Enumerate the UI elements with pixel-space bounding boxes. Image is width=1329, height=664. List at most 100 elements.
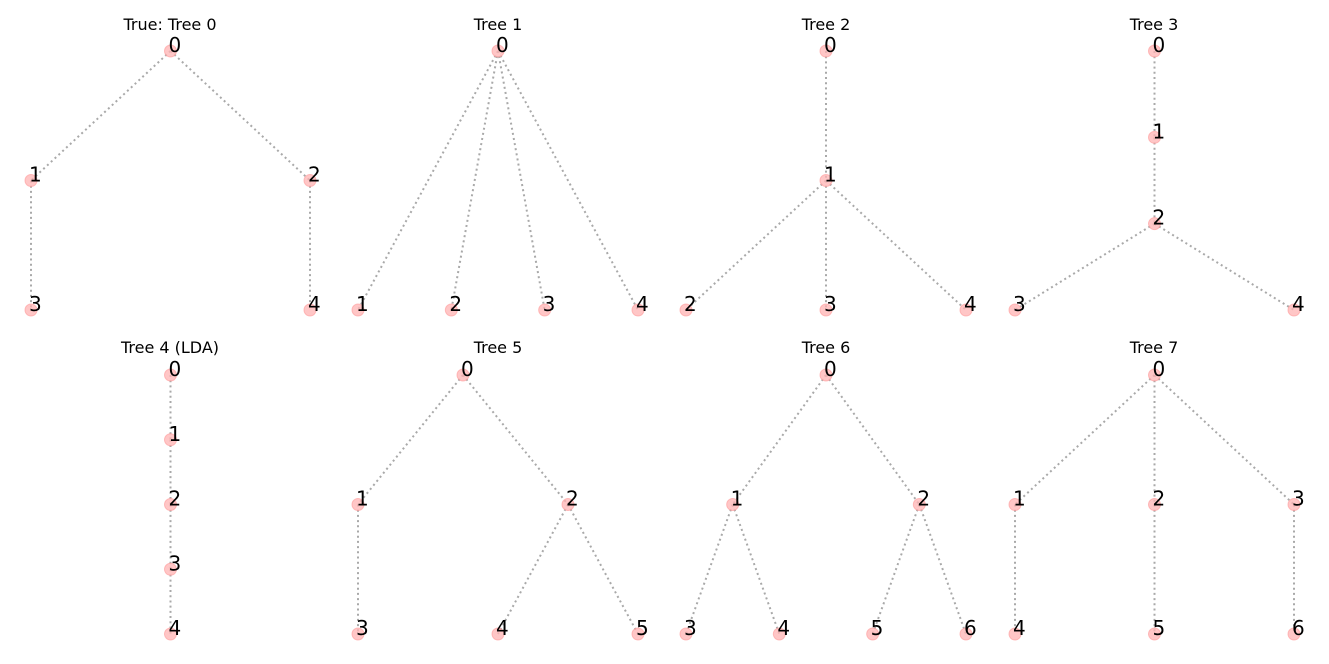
node-label: 2	[566, 487, 579, 511]
tree-node-4	[164, 627, 177, 641]
node-label: 5	[871, 616, 884, 640]
panel-title: Tree 4 (LDA)	[120, 338, 219, 357]
tree-node-1	[1148, 130, 1161, 144]
node-label: 0	[1153, 33, 1166, 57]
tree-node-6	[959, 627, 973, 641]
tree-edge-0-2	[462, 374, 569, 506]
tree-node-1	[24, 174, 38, 187]
tree-node-2	[164, 498, 177, 511]
tree-node-3	[1008, 303, 1022, 317]
node-label: 4	[636, 292, 649, 316]
tree-node-1	[1008, 498, 1022, 511]
node-label: 2	[1153, 206, 1166, 230]
node-label: 4	[308, 292, 321, 316]
tree-edge-0-1	[357, 50, 499, 311]
tree-edge-2-5	[567, 504, 639, 635]
panel-title: Tree 2	[801, 15, 851, 34]
node-label: 4	[964, 292, 977, 316]
tree-node-3	[538, 303, 552, 317]
tree-node-5	[866, 627, 880, 641]
tree-node-2	[303, 174, 317, 187]
tree-node-2	[679, 303, 693, 317]
node-label: 2	[684, 292, 697, 316]
node-label: 1	[731, 487, 744, 511]
node-label: 0	[496, 33, 509, 57]
tree-edge-0-4	[497, 50, 639, 311]
node-label: 0	[824, 357, 837, 381]
node-label: 1	[169, 422, 182, 446]
tree-node-0	[1148, 44, 1161, 58]
tree-node-3	[24, 303, 38, 317]
tree-edge-0-3	[1153, 374, 1295, 506]
tree-edge-0-3	[497, 50, 546, 311]
tree-node-3	[819, 303, 833, 317]
node-label: 3	[356, 616, 369, 640]
tree-node-1	[819, 174, 833, 187]
tree-edge-0-1	[731, 374, 827, 506]
tree-node-2	[1148, 498, 1161, 511]
tree-node-3	[1287, 498, 1301, 511]
tree-edge-2-5	[871, 504, 921, 635]
node-label: 0	[461, 357, 474, 381]
tree-node-6	[1287, 627, 1301, 641]
node-label: 3	[543, 292, 556, 316]
node-label: 0	[169, 357, 182, 381]
node-label: 4	[1292, 292, 1305, 316]
node-label: 5	[1153, 616, 1166, 640]
tree-node-0	[491, 44, 505, 58]
node-label: 2	[308, 163, 321, 187]
node-label: 0	[169, 33, 182, 57]
tree-node-4	[1008, 627, 1022, 641]
tree-edge-1-4	[825, 179, 967, 311]
node-label: 4	[169, 616, 182, 640]
node-label: 3	[824, 292, 837, 316]
node-label: 1	[29, 163, 42, 187]
tree-edge-2-4	[497, 504, 569, 635]
tree-edge-1-3	[685, 504, 734, 635]
panel-title: Tree 6	[801, 338, 851, 357]
node-label: 0	[824, 33, 837, 57]
tree-node-5	[1148, 627, 1161, 641]
tree-node-1	[351, 303, 365, 317]
tree-edge-2-3	[1014, 222, 1156, 311]
panel-title: Tree 5	[473, 338, 523, 357]
tree-node-1	[726, 498, 740, 511]
tree-edge-1-4	[731, 504, 781, 635]
tree-edge-0-2	[825, 374, 921, 506]
tree-node-0	[164, 368, 177, 382]
panel-title: True: Tree 0	[122, 15, 216, 34]
tree-edge-0-2	[169, 50, 311, 182]
tree-node-4	[631, 303, 645, 317]
node-label: 2	[169, 487, 182, 511]
node-label: 5	[636, 616, 649, 640]
node-label: 3	[1013, 292, 1026, 316]
node-label: 6	[964, 616, 977, 640]
tree-node-2	[1148, 217, 1161, 231]
node-label: 1	[1013, 487, 1026, 511]
node-label: 1	[356, 487, 369, 511]
node-label: 6	[1292, 616, 1305, 640]
node-label: 2	[1153, 487, 1166, 511]
tree-edge-2-4	[1153, 222, 1295, 311]
tree-edge-0-1	[1014, 374, 1156, 506]
tree-edge-0-1	[30, 50, 172, 182]
tree-node-4	[772, 627, 786, 641]
tree-edge-0-1	[357, 374, 464, 506]
tree-node-3	[679, 627, 693, 641]
tree-node-3	[164, 562, 177, 576]
tree-edge-2-6	[918, 504, 967, 635]
node-label: 4	[1013, 616, 1026, 640]
node-label: 1	[1153, 119, 1166, 143]
tree-edge-1-2	[685, 179, 827, 311]
node-label: 1	[356, 292, 369, 316]
tree-node-1	[351, 498, 365, 511]
tree-node-1	[164, 433, 177, 447]
tree-node-0	[819, 368, 833, 382]
tree-node-5	[631, 627, 645, 641]
tree-node-2	[561, 498, 575, 511]
